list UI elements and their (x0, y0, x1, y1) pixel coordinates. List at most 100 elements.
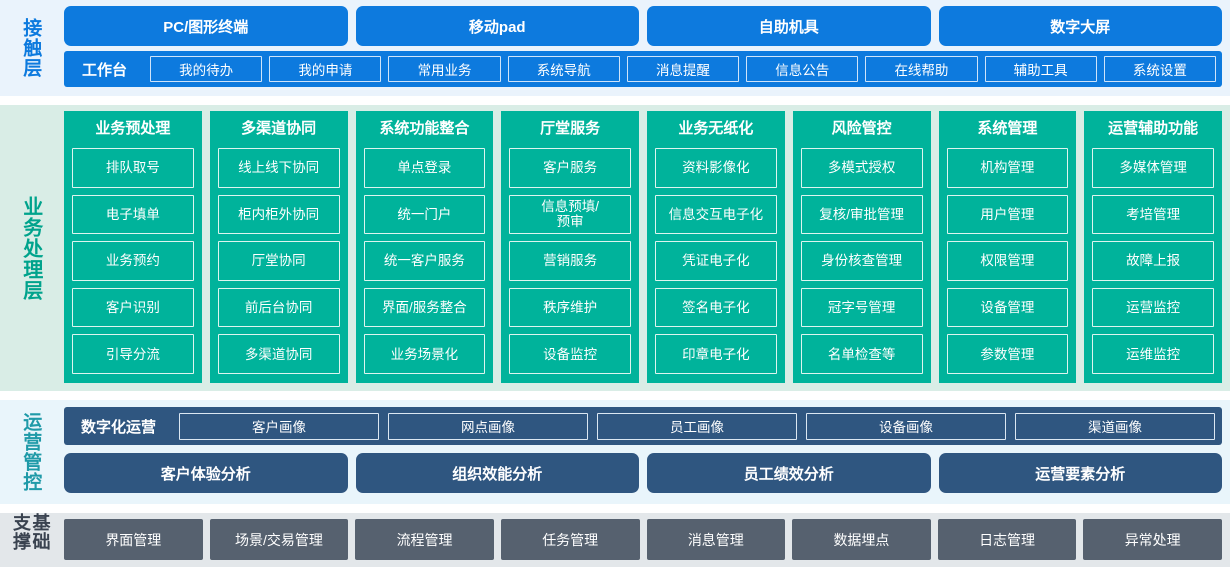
operations-layer-label: 运营管控 (0, 400, 60, 504)
business-item[interactable]: 业务场景化 (363, 334, 486, 374)
business-item[interactable]: 信息预填/ 预审 (509, 194, 631, 235)
foundation-layer-band: 基础支撑 界面管理 场景/交易管理 流程管理 任务管理 消息管理 数据埋点 日志… (0, 513, 1230, 567)
band-divider-1 (0, 96, 1230, 105)
workbench-item-online-help[interactable]: 在线帮助 (865, 56, 978, 82)
foundation-chip-exception-handling[interactable]: 异常处理 (1083, 519, 1222, 560)
business-item[interactable]: 机构管理 (946, 148, 1069, 188)
business-item[interactable]: 印章电子化 (655, 334, 777, 374)
foundation-chip-task-management[interactable]: 任务管理 (500, 519, 640, 560)
terminal-chip-self-service[interactable]: 自助机具 (647, 6, 931, 46)
analysis-chip-customer-experience[interactable]: 客户体验分析 (64, 453, 348, 493)
column-title: 厅堂服务 (540, 120, 601, 137)
business-item[interactable]: 签名电子化 (655, 287, 777, 328)
portrait-item-device[interactable]: 设备画像 (806, 412, 1007, 440)
column-title: 系统管理 (977, 120, 1038, 137)
business-item[interactable]: 考培管理 (1092, 194, 1214, 235)
analysis-row: 客户体验分析 组织效能分析 员工绩效分析 运营要素分析 (64, 453, 1222, 493)
business-item[interactable]: 统一客户服务 (363, 241, 486, 281)
workbench-item-auxiliary-tools[interactable]: 辅助工具 (984, 56, 1097, 82)
terminal-chip-pc[interactable]: PC/图形终端 (64, 6, 348, 46)
business-item[interactable]: 名单检查等 (800, 334, 923, 374)
business-item[interactable]: 引导分流 (72, 334, 194, 374)
business-item[interactable]: 秩序维护 (509, 287, 631, 328)
column-title: 业务预处理 (95, 120, 171, 137)
workbench-item-message-reminder[interactable]: 消息提醒 (626, 56, 740, 82)
business-item[interactable]: 营销服务 (509, 241, 631, 281)
business-column-ops-auxiliary: 运营辅助功能 多媒体管理 考培管理 故障上报 运营监控 运维监控 (1084, 111, 1222, 383)
business-item[interactable]: 统一门户 (363, 194, 486, 235)
business-item[interactable]: 业务预约 (72, 241, 194, 281)
touch-layer-band: 接触层 PC/图形终端 移动pad 自助机具 数字大屏 工作台 我的待办 我的申… (0, 0, 1230, 96)
workbench-item-system-settings[interactable]: 系统设置 (1103, 56, 1216, 82)
foundation-layer-content: 界面管理 场景/交易管理 流程管理 任务管理 消息管理 数据埋点 日志管理 异常… (60, 513, 1230, 567)
business-item[interactable]: 故障上报 (1092, 241, 1214, 281)
business-item[interactable]: 信息交互电子化 (655, 194, 777, 235)
business-layer-label: 业务处理层 (0, 105, 60, 391)
workbench-title: 工作台 (82, 61, 128, 79)
business-item[interactable]: 权限管理 (946, 241, 1069, 281)
foundation-chip-scene-transaction-management[interactable]: 场景/交易管理 (209, 519, 349, 560)
portrait-item-channel[interactable]: 渠道画像 (1015, 412, 1216, 440)
column-title: 系统功能整合 (379, 120, 470, 137)
business-item[interactable]: 客户服务 (509, 148, 631, 188)
business-item[interactable]: 界面/服务整合 (363, 287, 486, 328)
workbench-item-information-bulletin[interactable]: 信息公告 (746, 56, 859, 82)
portrait-item-customer[interactable]: 客户画像 (179, 412, 380, 440)
foundation-chip-message-management[interactable]: 消息管理 (646, 519, 786, 560)
terminal-chip-mobile-pad[interactable]: 移动pad (355, 6, 639, 46)
column-title: 多渠道协同 (241, 120, 317, 137)
terminal-chip-digital-screen[interactable]: 数字大屏 (938, 6, 1222, 46)
business-column-risk-control: 风险管控 多模式授权 复核/审批管理 身份核查管理 冠字号管理 名单检查等 (792, 111, 931, 383)
column-title: 业务无纸化 (678, 120, 754, 137)
business-item[interactable]: 排队取号 (72, 148, 194, 188)
business-item[interactable]: 凭证电子化 (655, 241, 777, 281)
foundation-chip-process-management[interactable]: 流程管理 (355, 519, 494, 560)
business-column-paperless: 业务无纸化 资料影像化 信息交互电子化 凭证电子化 签名电子化 印章电子化 (647, 111, 785, 383)
business-item[interactable]: 身份核查管理 (800, 241, 923, 281)
business-item[interactable]: 前后台协同 (217, 287, 340, 328)
business-item[interactable]: 设备管理 (946, 287, 1069, 328)
business-column-system-management: 系统管理 机构管理 用户管理 权限管理 设备管理 参数管理 (938, 111, 1077, 383)
foundation-chip-ui-management[interactable]: 界面管理 (64, 519, 203, 560)
workbench-item-common-business[interactable]: 常用业务 (388, 56, 501, 82)
workbench-item-my-application[interactable]: 我的申请 (269, 56, 382, 82)
business-item[interactable]: 客户识别 (72, 287, 194, 328)
business-item[interactable]: 柜内柜外协同 (217, 194, 340, 235)
business-item[interactable]: 多模式授权 (800, 148, 923, 188)
digital-operations-title: 数字化运营 (81, 418, 157, 436)
business-item[interactable]: 单点登录 (363, 148, 486, 188)
business-columns: 业务预处理 排队取号 电子填单 业务预约 客户识别 引导分流 多渠道协同 线上线… (64, 111, 1222, 383)
business-item[interactable]: 运维监控 (1092, 334, 1214, 374)
business-column-preprocessing: 业务预处理 排队取号 电子填单 业务预约 客户识别 引导分流 (64, 111, 202, 383)
foundation-chip-log-management[interactable]: 日志管理 (937, 519, 1077, 560)
business-item[interactable]: 用户管理 (946, 194, 1069, 235)
analysis-chip-organization-efficiency[interactable]: 组织效能分析 (355, 453, 639, 493)
band-divider-2 (0, 391, 1230, 400)
foundation-chip-data-tracking[interactable]: 数据埋点 (792, 519, 931, 560)
business-item[interactable]: 冠字号管理 (800, 287, 923, 328)
band-divider-3 (0, 504, 1230, 513)
business-item[interactable]: 设备监控 (509, 334, 631, 374)
digital-operations-bar: 数字化运营 客户画像 网点画像 员工画像 设备画像 渠道画像 (64, 407, 1222, 445)
business-item[interactable]: 线上线下协同 (217, 148, 340, 188)
portrait-item-employee[interactable]: 员工画像 (597, 412, 798, 440)
workbench-bar: 工作台 我的待办 我的申请 常用业务 系统导航 消息提醒 信息公告 在线帮助 辅… (64, 51, 1222, 87)
business-item[interactable]: 电子填单 (72, 194, 194, 235)
business-layer-content: 业务预处理 排队取号 电子填单 业务预约 客户识别 引导分流 多渠道协同 线上线… (60, 105, 1230, 391)
business-item[interactable]: 运营监控 (1092, 287, 1214, 328)
analysis-chip-employee-performance[interactable]: 员工绩效分析 (647, 453, 931, 493)
business-item[interactable]: 多媒体管理 (1092, 148, 1214, 188)
business-item[interactable]: 厅堂协同 (217, 241, 340, 281)
business-item[interactable]: 多渠道协同 (217, 334, 340, 374)
workbench-item-my-todo[interactable]: 我的待办 (150, 56, 263, 82)
foundation-layer-label: 基础支撑 (0, 513, 60, 567)
workbench-item-system-navigation[interactable]: 系统导航 (507, 56, 620, 82)
business-column-system-integration: 系统功能整合 单点登录 统一门户 统一客户服务 界面/服务整合 业务场景化 (355, 111, 494, 383)
business-item[interactable]: 复核/审批管理 (800, 194, 923, 235)
operations-layer-content: 数字化运营 客户画像 网点画像 员工画像 设备画像 渠道画像 客户体验分析 组织… (60, 400, 1230, 504)
business-item[interactable]: 参数管理 (946, 334, 1069, 374)
business-item[interactable]: 资料影像化 (655, 148, 777, 188)
analysis-chip-operation-elements[interactable]: 运营要素分析 (938, 453, 1222, 493)
portrait-item-branch[interactable]: 网点画像 (388, 412, 589, 440)
foundation-row: 界面管理 场景/交易管理 流程管理 任务管理 消息管理 数据埋点 日志管理 异常… (64, 519, 1222, 560)
